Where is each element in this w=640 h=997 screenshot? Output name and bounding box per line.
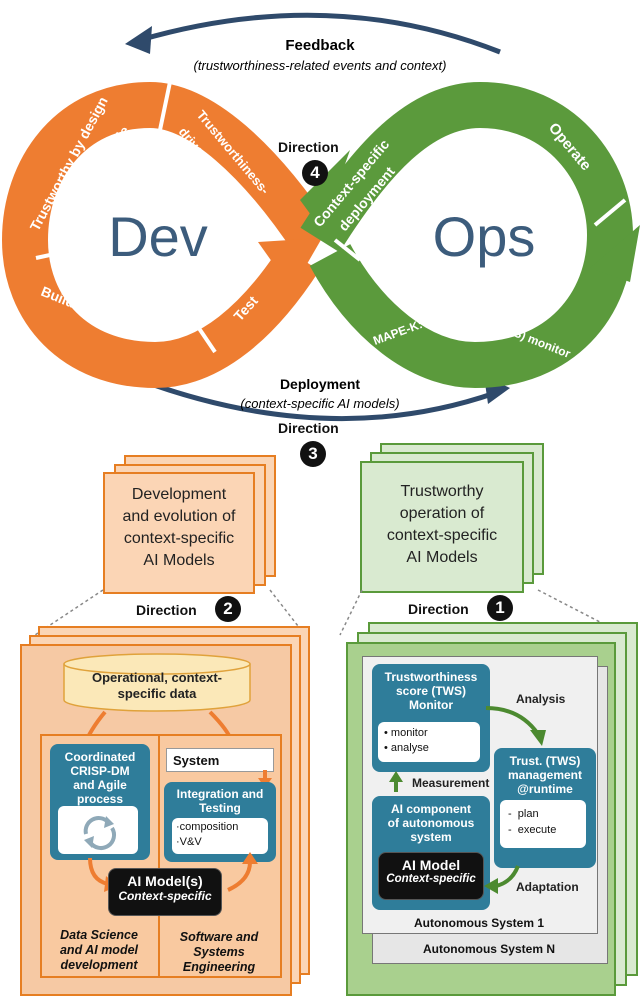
ops-box-title: Trustworthy operation of context-specifi… <box>386 483 498 566</box>
analysis-label: Analysis <box>516 692 566 706</box>
deployment-subtitle: (context-specific AI models) <box>240 396 400 411</box>
measurement-arrow <box>389 771 403 792</box>
measurement-label: Measurement <box>412 776 490 790</box>
deployment-title: Deployment <box>279 376 361 392</box>
monitor-items: • monitor • analyse <box>378 722 480 762</box>
direction-1-badge: 1 <box>487 595 513 621</box>
data-science-caption: Data Science and AI model development <box>59 928 138 972</box>
direction-4-label: Direction <box>278 139 339 155</box>
autonomous-system-n-label: Autonomous System N <box>422 942 555 956</box>
adaptation-arrow <box>484 865 520 894</box>
direction-1-label: Direction <box>408 601 469 617</box>
engineering-caption: Software and Systems Engineering <box>179 930 259 974</box>
devops-loop: Dev Ops Trustworthy by design CRISP-DM &… <box>1 12 640 422</box>
ops-label: Ops <box>433 205 536 268</box>
analysis-arrow <box>485 706 546 746</box>
data-cylinder <box>63 653 251 712</box>
feedback-arc <box>139 12 501 55</box>
feedback-subtitle: (trustworthiness-related events and cont… <box>193 58 447 73</box>
ops-stack-front: Trustworthy operation of context-specifi… <box>360 461 524 593</box>
ops-arrowhead <box>590 225 640 282</box>
cycle-icon <box>83 816 116 850</box>
direction-2-badge: 2 <box>215 596 241 622</box>
feedback-title: Feedback <box>285 37 355 54</box>
system-box: System <box>166 748 274 772</box>
autonomous-system-1-label: Autonomous System 1 <box>413 916 545 930</box>
ops-ai-model-box: AI Model Context-specific <box>378 852 484 900</box>
feedback-arrowhead <box>125 26 152 54</box>
integration-items: ·composition ·V&V <box>172 818 268 854</box>
dev-ai-model-box: AI Model(s) Context-specific <box>108 868 222 916</box>
direction-4-badge: 4 <box>302 160 328 186</box>
adaptation-label: Adaptation <box>516 880 579 894</box>
cycle-panel <box>58 806 138 854</box>
dev-loop-ring <box>1 81 335 389</box>
dev-arrowhead <box>258 238 322 290</box>
ops-loop-ring <box>300 81 634 389</box>
data-label: Operational, context- specific data <box>91 670 223 701</box>
direction-3-badge: 3 <box>300 441 326 467</box>
dev-stack-front: Development and evolution of context-spe… <box>103 472 255 594</box>
deployment-arc <box>139 377 496 422</box>
direction-3-label: Direction <box>278 420 339 436</box>
direction-2-label: Direction <box>136 602 197 618</box>
management-items: - plan - execute <box>500 800 586 848</box>
dev-label: Dev <box>108 205 208 268</box>
dev-box-title: Development and evolution of context-spe… <box>122 486 236 569</box>
